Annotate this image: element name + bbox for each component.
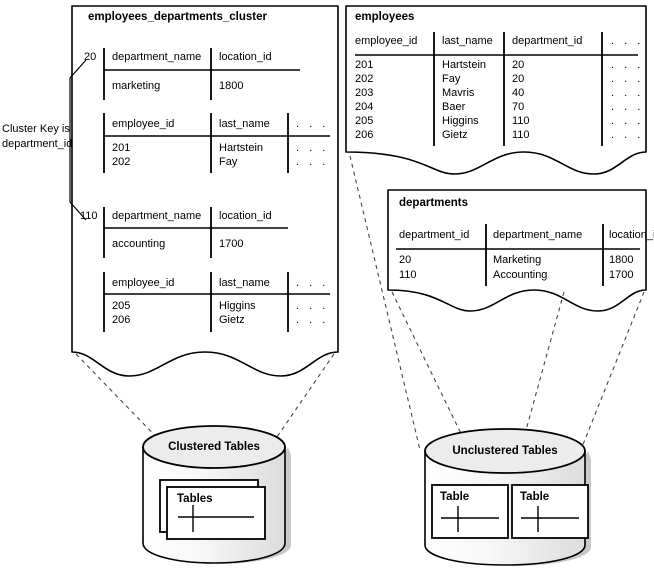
g0-emp-header-employee-id: employee_id — [112, 118, 175, 130]
unclustered-leader-lines — [349, 155, 645, 453]
g0-emp-header-ellipsis: . . . — [296, 118, 329, 130]
employees-header-ellipsis: . . . — [611, 35, 644, 47]
departments-r0-c0: 20 — [399, 254, 412, 266]
employees-r0-c3: . . . — [611, 59, 644, 71]
departments-r1-c0: 110 — [399, 269, 417, 281]
cluster-leader-lines — [75, 353, 335, 451]
employees-r2-c1: Mavris — [442, 87, 475, 99]
employees-r1-c2: 20 — [512, 73, 525, 85]
g0-emp-r0-ellipsis: . . . — [296, 142, 329, 154]
g1-emp-r1-ellipsis: . . . — [296, 314, 329, 326]
employees-header-last-name: last_name — [442, 35, 493, 47]
clustered-tables-caption: Clustered Tables — [168, 441, 260, 453]
g0-emp-header-last-name: last_name — [219, 118, 270, 130]
employees-header-department-id: department_id — [512, 35, 583, 47]
cluster-key-value-20: 20 — [84, 51, 97, 63]
employees-r0-c1: Hartstein — [442, 59, 487, 71]
g1-emp-header-ellipsis: . . . — [296, 277, 329, 289]
g0-emp-r1-ellipsis: . . . — [296, 156, 329, 168]
unclustered-tables-caption: Unclustered Tables — [452, 445, 558, 457]
g1-emp-r0-name: Higgins — [219, 300, 256, 312]
employees-r2-c3: . . . — [611, 87, 644, 99]
employees-r0-c0: 201 — [355, 59, 374, 71]
cluster-key-bracket — [69, 59, 87, 221]
departments-box-outline — [387, 189, 647, 312]
g0-dept-header-department-name: department_name — [112, 51, 202, 63]
unclustered-table-card-label-2: Table — [520, 491, 550, 503]
g0-emp-r1-name: Fay — [219, 156, 238, 168]
employees-r5-c0: 206 — [355, 129, 374, 141]
g1-emp-r0-ellipsis: . . . — [296, 300, 329, 312]
g1-emp-r1-id: 206 — [112, 314, 131, 326]
employees-r1-c3: . . . — [611, 73, 644, 85]
g1-dept-header-department-name: department_name — [112, 210, 202, 222]
employees-r3-c3: . . . — [611, 101, 644, 113]
g1-emp-header-employee-id: employee_id — [112, 277, 175, 289]
employees-r4-c3: . . . — [611, 115, 644, 127]
unclustered-table-card-label-1: Table — [440, 491, 470, 503]
employees-r5-c1: Gietz — [442, 129, 468, 141]
employees-r4-c2: 110 — [512, 115, 530, 127]
departments-r1-c2: 1700 — [609, 269, 634, 281]
cluster-box-outline — [71, 5, 339, 377]
employees-r3-c1: Baer — [442, 101, 466, 113]
g0-emp-r0-name: Hartstein — [219, 142, 264, 154]
g1-dept-header-location-id: location_id — [219, 210, 272, 222]
g1-emp-header-last-name: last_name — [219, 277, 270, 289]
employees-header-employee-id: employee_id — [355, 35, 418, 47]
employees-r0-c2: 20 — [512, 59, 525, 71]
g1-emp-r0-id: 205 — [112, 300, 131, 312]
g0-dept-cell-location: 1800 — [219, 80, 244, 92]
employees-r5-c3: . . . — [611, 129, 644, 141]
employees-r2-c2: 40 — [512, 87, 525, 99]
g0-dept-cell-name: marketing — [112, 80, 161, 92]
departments-header-department-id: department_id — [399, 229, 470, 241]
clustered-tables-cylinder — [142, 425, 291, 564]
g1-dept-cell-location: 1700 — [219, 238, 244, 250]
g0-emp-r0-id: 201 — [112, 142, 131, 154]
cluster-key-note-line1: Cluster Key is — [2, 123, 70, 135]
employees-r4-c1: Higgins — [442, 115, 479, 127]
departments-header-department-name: department_name — [493, 229, 583, 241]
employees-r2-c0: 203 — [355, 87, 374, 99]
g0-dept-header-location-id: location_id — [219, 51, 272, 63]
departments-r0-c1: Marketing — [493, 254, 542, 266]
employees-r3-c2: 70 — [512, 101, 525, 113]
cluster-key-note-line2: department_id — [2, 138, 73, 150]
g1-emp-r1-name: Gietz — [219, 314, 245, 326]
departments-box-title: departments — [399, 197, 469, 209]
employees-r1-c1: Fay — [442, 73, 461, 85]
departments-r0-c2: 1800 — [609, 254, 634, 266]
g0-emp-r1-id: 202 — [112, 156, 131, 168]
employees-r4-c0: 205 — [355, 115, 374, 127]
employees-box-title: employees — [355, 11, 415, 23]
g1-dept-cell-name: accounting — [112, 238, 166, 250]
departments-r1-c1: Accounting — [493, 269, 548, 281]
employees-r1-c0: 202 — [355, 73, 374, 85]
cluster-box-title: employees_departments_cluster — [88, 11, 267, 23]
clustered-tables-card-label: Tables — [177, 493, 213, 505]
unclustered-tables-cylinder — [424, 428, 591, 566]
departments-header-location-id: location_id — [609, 229, 654, 241]
employees-r5-c2: 110 — [512, 129, 530, 141]
cluster-key-value-110: 110 — [80, 210, 98, 222]
employees-box-outline — [345, 5, 647, 175]
employees-r3-c0: 204 — [355, 101, 374, 113]
